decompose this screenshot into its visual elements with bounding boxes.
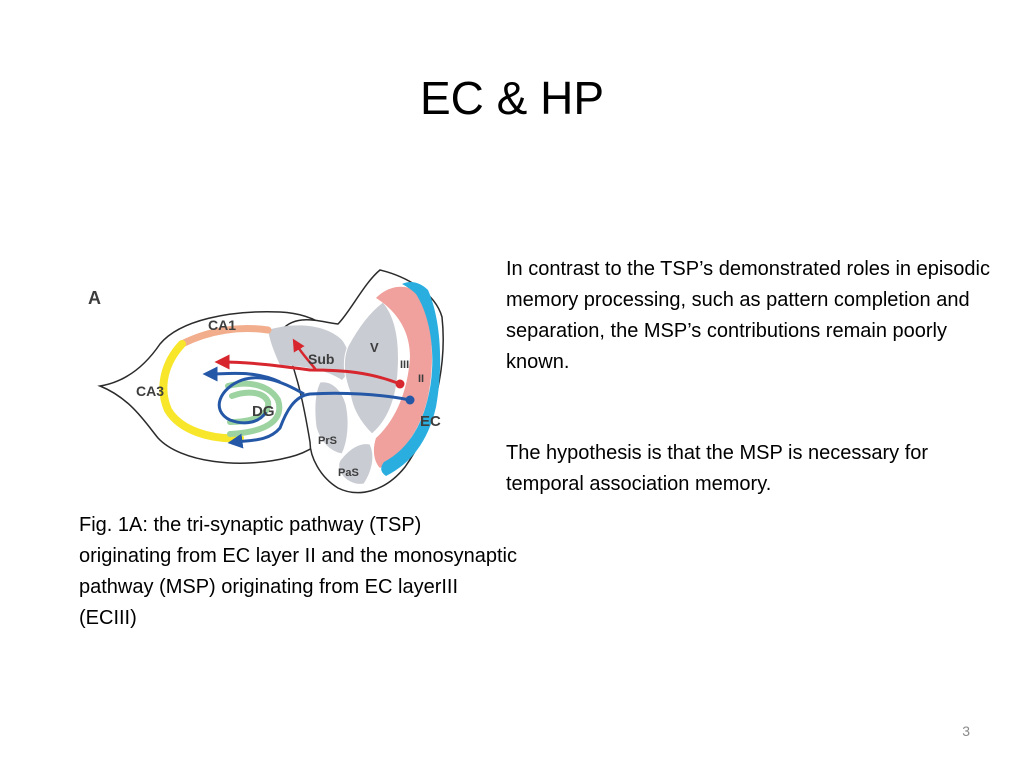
- label-ii: II: [418, 373, 424, 385]
- page-number: 3: [962, 723, 970, 739]
- hippocampus-diagram-svg: A CA1 CA3 DG Sub V III II EC PrS PaS: [88, 269, 444, 494]
- tsp-branch-blue: [202, 366, 281, 384]
- body-paragraph-2: The hypothesis is that the MSP is necess…: [506, 442, 929, 495]
- label-v: V: [370, 340, 379, 355]
- ec-layer-ii: [381, 282, 441, 476]
- label-ec: EC: [420, 413, 441, 430]
- tsp-pathway-blue: [227, 391, 411, 449]
- panel-label: A: [88, 288, 101, 308]
- label-prs: PrS: [318, 435, 337, 447]
- tsp-origin-dot: [405, 395, 415, 405]
- label-dg: DG: [252, 403, 275, 420]
- parasubiculum-region: [338, 443, 374, 485]
- figure-caption: Fig. 1A: the tri-synaptic pathway (TSP) …: [79, 514, 517, 629]
- msp-branch-red: [292, 338, 317, 371]
- msp-origin-dot: [395, 379, 405, 389]
- ec-layer-v: [343, 301, 399, 435]
- body-paragraph-1: In contrast to the TSP’s demonstrated ro…: [506, 258, 990, 373]
- label-iii: III: [400, 359, 409, 371]
- slide-title: EC & HP: [419, 72, 605, 124]
- hippocampus-diagram: A CA1 CA3 DG Sub V III II EC PrS PaS: [80, 262, 480, 500]
- dentate-gyrus-region: [225, 380, 283, 437]
- ca1-region: [178, 325, 272, 348]
- label-sub: Sub: [308, 351, 334, 367]
- label-ca1: CA1: [208, 317, 236, 333]
- subiculum-region: [268, 325, 350, 380]
- msp-pathway-red: [214, 354, 401, 386]
- label-ca3: CA3: [136, 383, 164, 399]
- label-pas: PaS: [338, 467, 359, 479]
- ec-layer-iii: [373, 286, 432, 468]
- ca3-region: [159, 340, 244, 443]
